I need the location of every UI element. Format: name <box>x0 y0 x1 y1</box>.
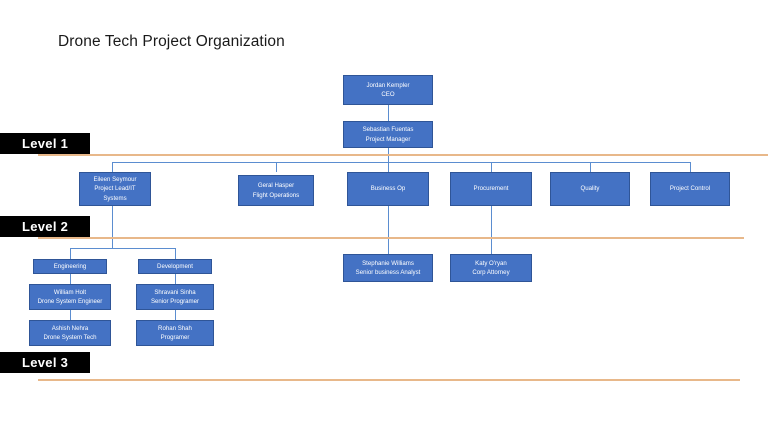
node-procurement[interactable]: Procurement <box>450 172 532 206</box>
node-corp-attorney-role: Corp Attorney <box>472 269 510 276</box>
connector-project-lead-to-subbus <box>112 206 114 248</box>
node-programmer-name: Rohan Shah <box>158 324 192 332</box>
node-senior-programmer-role: Senior Programer <box>150 298 200 305</box>
connector-bus-to-project-control <box>690 162 692 172</box>
node-project-control-name: Project Control <box>669 185 711 193</box>
connector-procurement-to-attorney <box>491 206 493 254</box>
connector-bus-to-business-op <box>388 162 390 172</box>
node-business-op-name: Business Op <box>370 185 406 193</box>
level-2-label: Level 2 <box>22 219 69 234</box>
node-senior-programmer[interactable]: Shravani Sinha Senior Programer <box>136 284 214 310</box>
node-engineering[interactable]: Engineering <box>33 259 107 274</box>
node-development-name: Development <box>157 262 193 270</box>
node-procurement-name: Procurement <box>473 185 509 193</box>
level-2-banner: Level 2 <box>0 216 90 237</box>
node-quality[interactable]: Quality <box>550 172 630 206</box>
connector-level1-bus <box>112 162 690 164</box>
node-project-lead-role-cont: Systems <box>103 194 127 202</box>
node-programmer[interactable]: Rohan Shah Programer <box>136 320 214 346</box>
node-flight-operations-role: Flight Operations <box>252 191 300 199</box>
node-drone-system-tech-role: Drone System Tech <box>43 334 97 341</box>
connector-development-to-senior-programmer <box>175 274 177 284</box>
node-flight-operations-name: Geral Hasper <box>257 182 295 190</box>
node-flight-operations[interactable]: Geral Hasper Flight Operations <box>238 175 314 206</box>
node-project-lead-name: Eileen Seymour <box>93 175 137 183</box>
connector-business-op-to-analyst <box>388 206 390 254</box>
node-development[interactable]: Development <box>138 259 212 274</box>
connector-engineering-to-drone-engineer <box>70 274 72 284</box>
connector-level2-subbus <box>70 248 176 250</box>
level-3-rule <box>38 379 740 381</box>
connector-subbus-to-development <box>175 248 177 259</box>
node-drone-system-engineer-role: Drone System Engineer <box>37 298 103 305</box>
node-programmer-role: Programer <box>160 334 190 341</box>
connector-bus-to-quality <box>590 162 592 172</box>
node-project-manager-name: Sebastian Fuentas <box>362 126 414 134</box>
node-drone-system-tech[interactable]: Ashish Nehra Drone System Tech <box>29 320 111 346</box>
connector-subbus-to-engineering <box>70 248 72 259</box>
node-quality-name: Quality <box>580 185 600 193</box>
node-business-op[interactable]: Business Op <box>347 172 429 206</box>
node-drone-system-engineer-name: William Holt <box>53 288 87 296</box>
connector-bus-to-procurement <box>491 162 493 172</box>
level-3-label: Level 3 <box>22 355 69 370</box>
node-project-control[interactable]: Project Control <box>650 172 730 206</box>
node-business-analyst-role: Senior business Analyst <box>355 269 421 276</box>
node-business-analyst[interactable]: Stephanie Williams Senior business Analy… <box>343 254 433 282</box>
node-project-manager-role: Project Manager <box>365 135 411 143</box>
node-corp-attorney-name: Katy O'ryan <box>475 259 507 267</box>
connector-senior-programmer-to-programmer <box>175 310 177 320</box>
node-business-analyst-name: Stephanie Williams <box>362 259 414 267</box>
node-drone-system-tech-name: Ashish Nehra <box>51 324 89 332</box>
level-3-banner: Level 3 <box>0 352 90 373</box>
level-2-rule <box>38 237 744 239</box>
node-project-lead-role: Project Lead/IT <box>94 185 136 193</box>
node-ceo-role: CEO <box>381 91 395 98</box>
level-1-banner: Level 1 <box>0 133 90 154</box>
connector-ceo-to-pm <box>388 105 390 121</box>
node-drone-system-engineer[interactable]: William Holt Drone System Engineer <box>29 284 111 310</box>
level-1-label: Level 1 <box>22 136 69 151</box>
connector-bus-to-flight-ops <box>276 162 278 172</box>
node-ceo-name: Jordan Kempler <box>366 81 410 89</box>
connector-drone-engineer-to-drone-tech <box>70 310 72 320</box>
level-1-rule <box>38 154 768 156</box>
node-project-manager[interactable]: Sebastian Fuentas Project Manager <box>343 121 433 148</box>
node-ceo[interactable]: Jordan Kempler CEO <box>343 75 433 105</box>
node-project-lead[interactable]: Eileen Seymour Project Lead/IT Systems <box>79 172 151 206</box>
page-title: Drone Tech Project Organization <box>58 33 285 50</box>
node-engineering-name: Engineering <box>53 262 87 270</box>
node-corp-attorney[interactable]: Katy O'ryan Corp Attorney <box>450 254 532 282</box>
node-senior-programmer-name: Shravani Sinha <box>154 288 196 296</box>
connector-bus-to-project-lead <box>112 162 114 172</box>
